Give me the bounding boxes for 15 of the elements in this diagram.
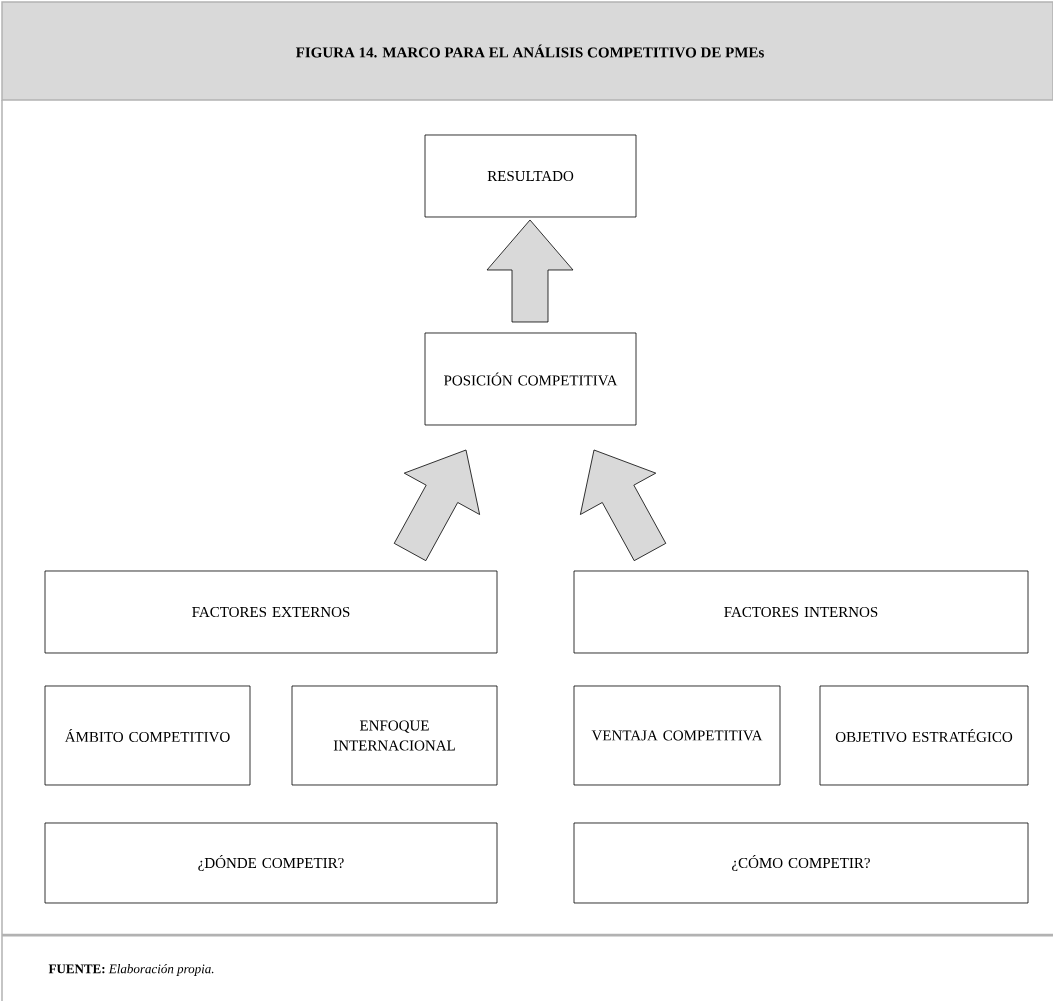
process-box: ¿DÓNDE COMPETIR? xyxy=(44,822,498,904)
title: FIGURA 14. MARCO PARA EL ANÁLISIS COMPETITIVO DE PMEs xyxy=(295,44,764,58)
block-arrow xyxy=(580,449,667,562)
process-box: ¿CÓMO COMPETIR? xyxy=(573,822,1029,904)
process-box: FACTORES EXTERNOS xyxy=(44,570,498,654)
process-box: OBJETIVO ESTRATÉGICO xyxy=(819,685,1029,786)
process-box: ENFOQUE INTERNACIONAL xyxy=(291,685,498,786)
block-arrow xyxy=(393,449,481,562)
caption: FUENTE: Elaboración propia. xyxy=(48,964,214,976)
process-box: FACTORES INTERNOS xyxy=(573,570,1029,654)
process-box: VENTAJA COMPETITIVA xyxy=(573,685,781,786)
process-box: ÁMBITO COMPETITIVO xyxy=(44,685,251,786)
process-box: RESULTADO xyxy=(424,134,637,218)
process-box: POSICIÓN COMPETITIVA xyxy=(424,332,637,426)
block-arrow xyxy=(486,219,574,323)
